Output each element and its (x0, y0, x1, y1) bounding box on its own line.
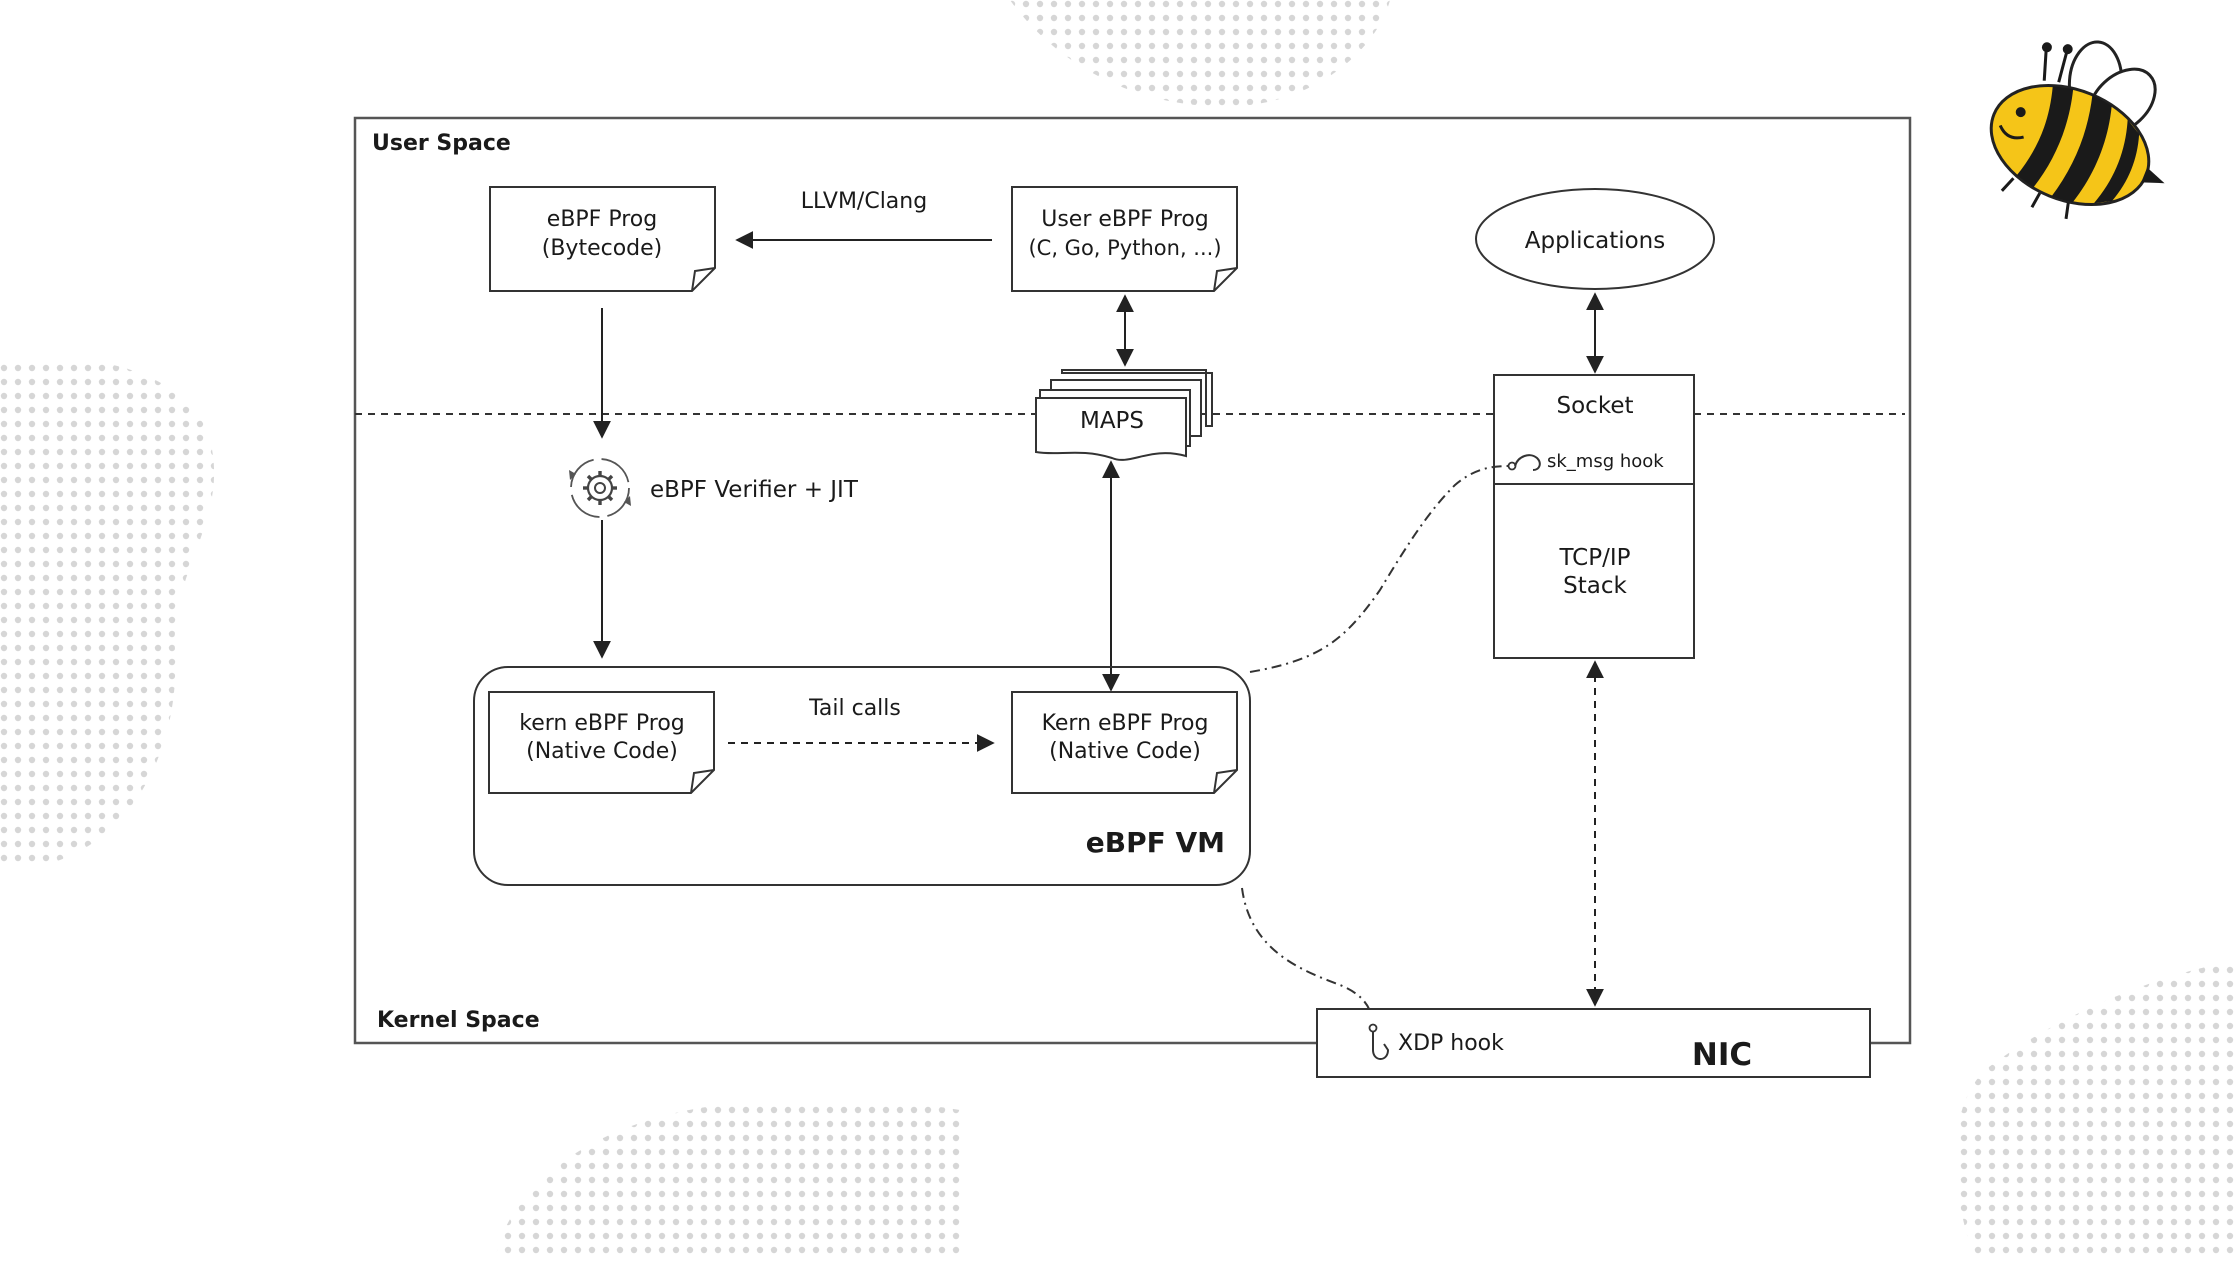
socket-label: Socket (1557, 393, 1634, 419)
tail-calls-label: Tail calls (808, 696, 901, 721)
sk-msg-hook-label: sk_msg hook (1547, 451, 1664, 472)
ebpf-vm-container (473, 666, 1251, 886)
ebpf-vm-label: eBPF VM (1086, 826, 1225, 859)
kernel-space-label: Kernel Space (377, 1008, 540, 1033)
vm-xdp-hook-link (1241, 887, 1374, 1025)
kern-prog-left-line1: kern eBPF Prog (519, 711, 685, 736)
nic-node: XDP hook NIC (1316, 1008, 1871, 1078)
applications-label: Applications (1525, 228, 1666, 254)
kern-prog-left-node: kern eBPF Prog (Native Code) (488, 691, 715, 794)
xdp-hook-icon (1368, 1023, 1390, 1060)
bee-mascot-icon (1989, 40, 2165, 220)
user-ebpf-prog-line2: (C, Go, Python, ...) (1028, 236, 1221, 260)
kern-prog-left-line2: (Native Code) (526, 739, 678, 764)
tcpip-stack-line1: TCP/IP (1558, 545, 1630, 571)
tcpip-stack-line2: Stack (1563, 573, 1627, 599)
diagram-frame (353, 116, 1912, 1045)
socket-stack-node: Socket sk_msg hook TCP/IP Stack (1493, 374, 1695, 659)
nic-label: NIC (1692, 1037, 1752, 1073)
maps-label: MAPS (1080, 408, 1144, 434)
gear-icon (569, 458, 631, 518)
user-ebpf-prog-node: User eBPF Prog (C, Go, Python, ...) (1011, 186, 1238, 292)
applications-node: Applications (1475, 188, 1715, 290)
ebpf-prog-bytecode-line1: eBPF Prog (547, 207, 657, 232)
verifier-jit-label: eBPF Verifier + JIT (650, 477, 859, 503)
vm-sk-msg-hook-link (1249, 465, 1511, 673)
xdp-hook-label: XDP hook (1398, 1031, 1504, 1056)
kern-prog-right-node: Kern eBPF Prog (Native Code) (1011, 691, 1238, 794)
ebpf-prog-bytecode-line2: (Bytecode) (542, 236, 663, 261)
kern-prog-right-line2: (Native Code) (1049, 739, 1201, 764)
kern-prog-right-line1: Kern eBPF Prog (1042, 711, 1209, 736)
user-ebpf-prog-line1: User eBPF Prog (1041, 207, 1209, 232)
ebpf-prog-bytecode-node: eBPF Prog (Bytecode) (489, 186, 716, 292)
llvm-clang-label: LLVM/Clang (801, 189, 927, 214)
maps-node: MAPS (1035, 369, 1213, 461)
user-space-label: User Space (372, 131, 511, 156)
